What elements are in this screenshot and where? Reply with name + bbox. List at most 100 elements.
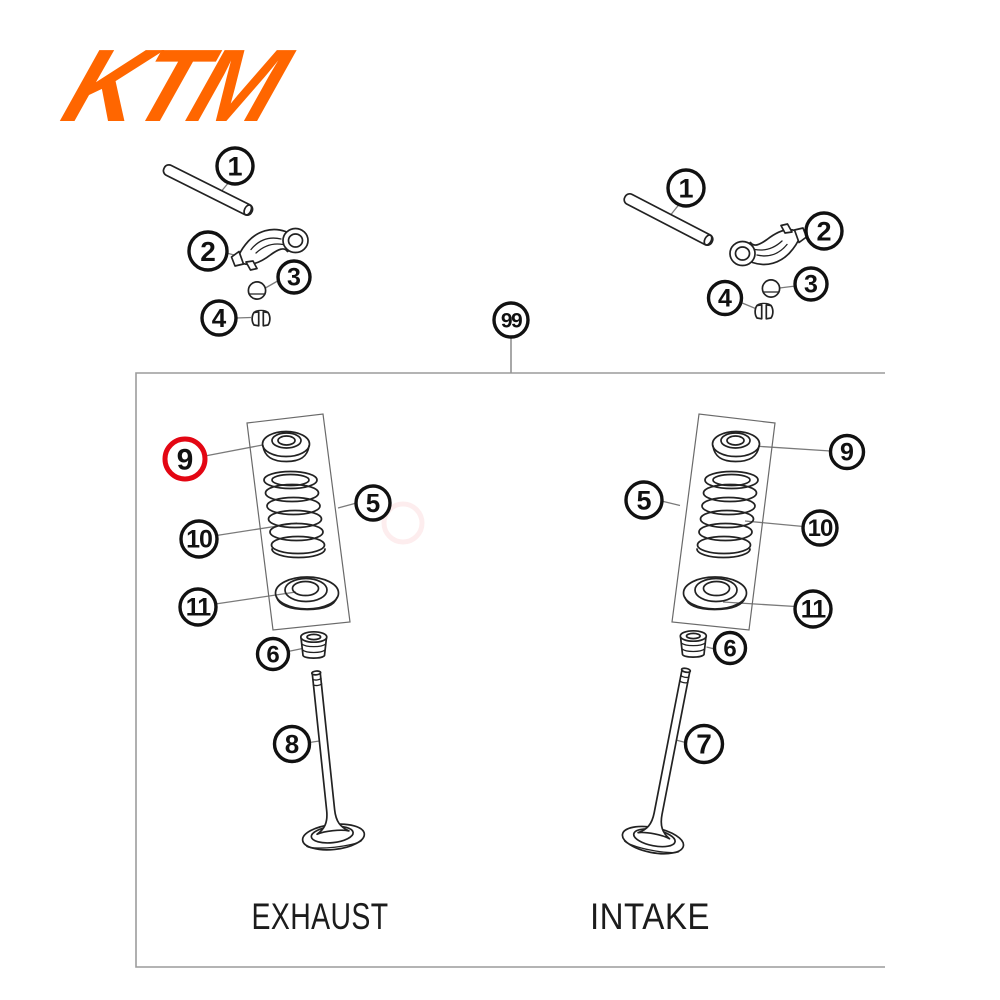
callout-number: 8 <box>285 729 299 759</box>
cap-dome <box>761 279 781 298</box>
seat-mid <box>284 577 328 603</box>
exhaust-valve <box>301 670 366 851</box>
callout-exhaust-valve-8[interactable]: 8 <box>272 724 312 764</box>
callout-circle[interactable] <box>492 301 530 339</box>
spring-coil <box>702 483 758 503</box>
callout-circle-highlighted[interactable] <box>162 436 208 482</box>
rocker-ring-outer <box>729 240 756 267</box>
faint-highlight-artifact <box>381 501 425 545</box>
callout-circle[interactable] <box>272 724 312 764</box>
leader-line <box>661 500 681 507</box>
spring-coil <box>698 522 753 542</box>
valve-cap-right <box>761 279 781 298</box>
seat-skirt <box>684 596 747 611</box>
callout-right-shaft-1[interactable]: 1 <box>666 168 706 208</box>
callout-circle[interactable] <box>793 589 833 629</box>
rocker-fork <box>245 260 258 271</box>
shaft-end <box>243 204 253 216</box>
spring-coil <box>699 509 755 529</box>
seal-top <box>299 630 328 644</box>
callout-left-shaft-1[interactable]: 1 <box>215 146 255 186</box>
spring-kit-box <box>671 413 776 631</box>
callout-exhaust-retainer-9-highlighted[interactable]: 9 <box>162 436 208 482</box>
callout-circle[interactable] <box>255 636 291 672</box>
callout-circle[interactable] <box>828 433 866 471</box>
rocker-ring-outer <box>282 227 309 254</box>
spring-kit-box <box>246 413 351 631</box>
callout-right-rocker-2[interactable]: 2 <box>804 211 844 251</box>
callout-left-rocker-2[interactable]: 2 <box>187 230 229 272</box>
exhaust-valve-seal <box>299 630 328 659</box>
spring-coil <box>704 470 759 490</box>
callout-left-cap-3[interactable]: 3 <box>276 259 312 295</box>
callout-circle[interactable] <box>178 587 218 627</box>
ktm-logo: KTM <box>50 28 305 143</box>
callout-circle[interactable] <box>793 266 829 302</box>
callout-circle[interactable] <box>683 723 725 765</box>
leader-line <box>752 445 831 452</box>
callout-circle[interactable] <box>804 211 844 251</box>
callout-number: 5 <box>636 486 651 516</box>
callout-number: 5 <box>366 488 380 518</box>
valve-stem-tip <box>680 667 692 674</box>
callout-exhaust-spring-10[interactable]: 10 <box>179 519 219 559</box>
callout-circle[interactable] <box>276 259 312 295</box>
leader-line <box>722 601 796 608</box>
callout-right-cap-3[interactable]: 3 <box>793 266 829 302</box>
callout-number: 99 <box>501 310 522 333</box>
rocker-shaft-right <box>623 192 714 247</box>
spring-coil-inner <box>712 473 751 487</box>
callout-circle[interactable] <box>712 630 748 666</box>
callout-circle[interactable] <box>187 230 229 272</box>
callout-valve-group-99[interactable]: 99 <box>492 301 530 339</box>
callout-circle[interactable] <box>801 509 839 547</box>
leader-line <box>287 647 303 653</box>
seal-body <box>679 635 707 658</box>
callout-circle[interactable] <box>624 480 664 520</box>
callout-intake-spring-10[interactable]: 10 <box>801 509 839 547</box>
collet-top <box>756 302 772 307</box>
seal-top-inner <box>685 632 701 640</box>
callout-number: 2 <box>816 217 831 247</box>
callout-intake-seat-11[interactable]: 11 <box>793 589 833 629</box>
callout-intake-valve-7[interactable]: 7 <box>683 723 725 765</box>
leader-line <box>264 279 279 290</box>
retainer-outer <box>261 430 311 458</box>
callout-circle[interactable] <box>354 484 392 522</box>
seal-top-inner <box>306 633 322 641</box>
callout-circle[interactable] <box>215 146 255 186</box>
leader-line <box>779 285 796 289</box>
retainer-outer <box>711 430 761 458</box>
callout-exhaust-seat-11[interactable]: 11 <box>178 587 218 627</box>
spring-coil-inner <box>271 473 310 487</box>
spring-seat <box>274 576 340 611</box>
valve-spring <box>263 470 326 559</box>
shaft-body <box>162 164 254 216</box>
retainer-mid <box>271 432 302 449</box>
spring-bottom <box>271 548 326 559</box>
callout-circle[interactable] <box>179 519 219 559</box>
callout-circle[interactable] <box>706 279 744 317</box>
callout-right-collet-4[interactable]: 4 <box>706 279 744 317</box>
callout-circle[interactable] <box>200 299 238 337</box>
rocker-pad <box>793 227 808 244</box>
callout-exhaust-spring-kit-5[interactable]: 5 <box>354 484 392 522</box>
valve-cap-left <box>247 281 267 300</box>
valve-stem <box>311 671 350 836</box>
intake-label: INTAKE <box>590 896 710 937</box>
callout-exhaust-seal-6[interactable]: 6 <box>255 636 291 672</box>
collet-top <box>253 309 269 314</box>
callout-intake-retainer-9[interactable]: 9 <box>828 433 866 471</box>
retainer-skirt <box>712 445 760 463</box>
rocker-pad <box>230 250 245 267</box>
callout-circle[interactable] <box>666 168 706 208</box>
seal-groove <box>680 642 706 647</box>
valve-groove <box>680 674 690 679</box>
callout-intake-seal-6[interactable]: 6 <box>712 630 748 666</box>
callout-intake-spring-kit-5[interactable]: 5 <box>624 480 664 520</box>
retainer-mid <box>720 432 751 449</box>
seat-mid <box>694 577 738 603</box>
callout-number: 2 <box>200 236 216 267</box>
callout-left-collet-4[interactable]: 4 <box>200 299 238 337</box>
